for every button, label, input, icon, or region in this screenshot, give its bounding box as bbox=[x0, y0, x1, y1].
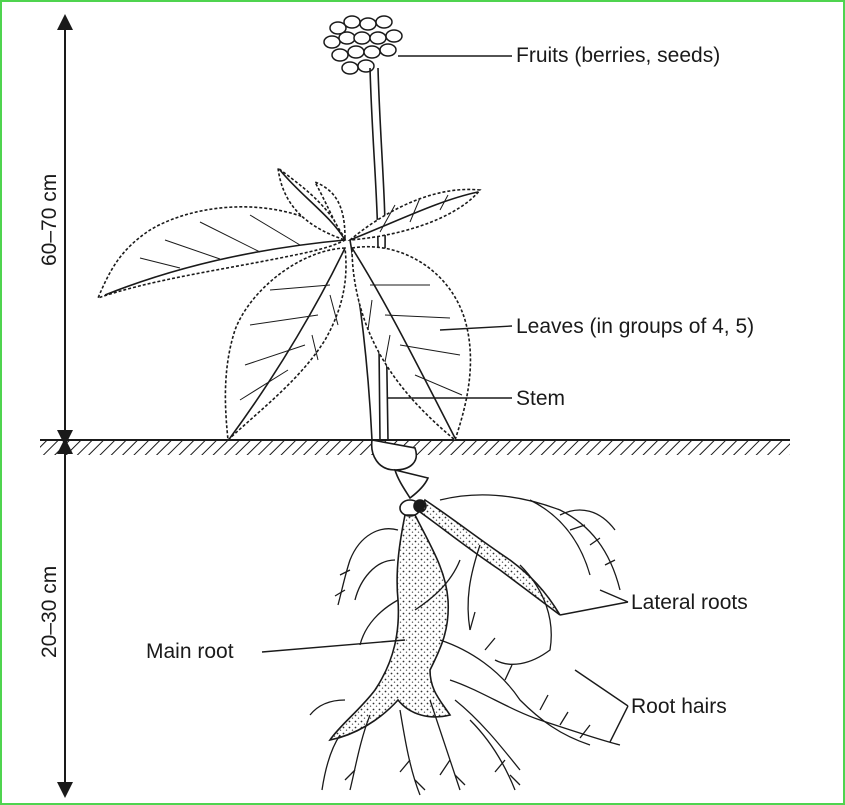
fruits-label: Fruits (berries, seeds) bbox=[516, 44, 720, 68]
root-hairs-leader-2 bbox=[610, 706, 628, 742]
lateral-roots-leader-1 bbox=[560, 602, 628, 615]
stem-label: Stem bbox=[516, 387, 565, 411]
above-ground-height-label: 60–70 cm bbox=[38, 176, 62, 266]
leaves-label: Leaves (in groups of 4, 5) bbox=[516, 315, 754, 339]
fruit-cluster bbox=[324, 16, 402, 74]
leaves bbox=[98, 168, 480, 440]
roots bbox=[310, 495, 620, 795]
main-root-label: Main root bbox=[146, 640, 234, 664]
below-ground-depth-label: 20–30 cm bbox=[38, 568, 62, 658]
main-root-leader bbox=[262, 640, 405, 652]
lateral-roots-leader-2 bbox=[600, 590, 628, 602]
root-hairs-leader-1 bbox=[575, 670, 628, 706]
lateral-roots-label: Lateral roots bbox=[631, 591, 748, 615]
root-hairs-label: Root hairs bbox=[631, 695, 727, 719]
